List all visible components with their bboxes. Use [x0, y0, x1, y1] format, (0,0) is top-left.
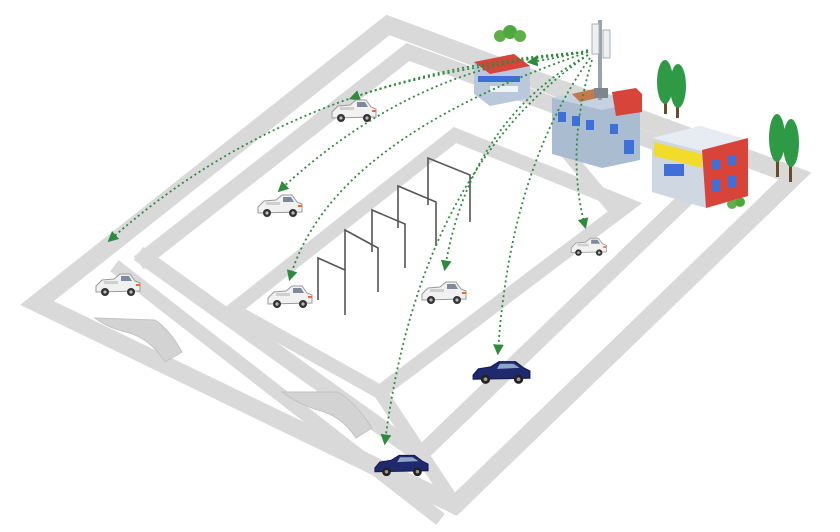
- building-icon: [552, 88, 642, 168]
- bush-icon: [727, 197, 745, 209]
- pickup-truck-icon: [267, 285, 313, 309]
- gate-frame-1: [317, 256, 346, 315]
- bush-icon: [494, 25, 526, 42]
- link-arrow: [493, 57, 591, 356]
- pickup-truck-icon: [257, 194, 303, 218]
- link-arrow: [107, 51, 589, 243]
- gate-frame-4: [397, 184, 437, 246]
- middle-lane: [220, 126, 643, 401]
- shop-icon: [652, 126, 748, 208]
- link-arrow: [277, 51, 589, 193]
- tree-icon: [769, 114, 799, 182]
- trees: [494, 25, 799, 209]
- speed-bump-1: [93, 317, 183, 363]
- speed-bumps: [93, 317, 373, 439]
- wireless-links: [107, 49, 593, 446]
- pickup-truck-icon: [421, 281, 467, 305]
- outer-road: [20, 14, 812, 516]
- buildings: [474, 20, 748, 208]
- gate-frames: [317, 156, 471, 315]
- link-arrow: [575, 59, 593, 230]
- gate-frame-2: [344, 228, 379, 292]
- speed-bump-2: [280, 391, 373, 439]
- tree-icon: [657, 60, 686, 118]
- cross-lane-1: [110, 260, 445, 525]
- link-arrow: [380, 54, 589, 446]
- tower-icon: [591, 20, 611, 100]
- gate-frame-5: [427, 156, 471, 222]
- gate-frame-3: [371, 208, 406, 268]
- cross-lane-2: [370, 382, 465, 515]
